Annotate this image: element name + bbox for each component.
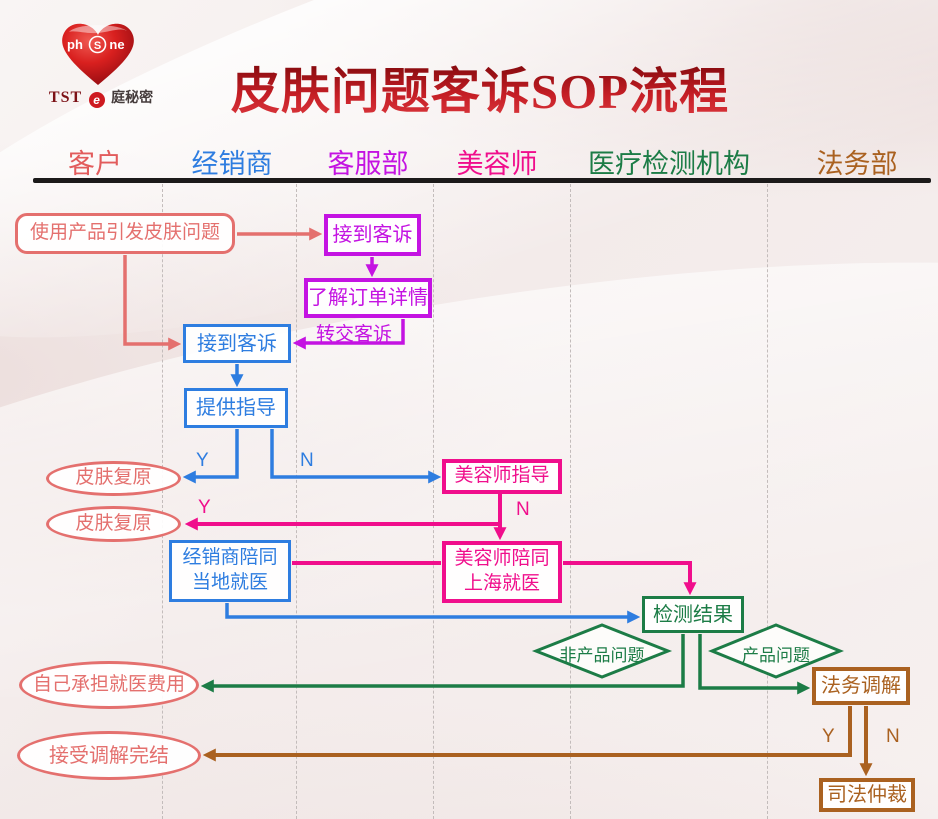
lane-header-beautician: 美容师: [456, 149, 538, 179]
edge-label-legal-yes: Y: [822, 726, 835, 747]
edge-test-result-product-to-legal-mediation: [698, 634, 811, 695]
heart-logo-icon: ph S ne: [62, 23, 134, 85]
edge-dist-accompany-to-test-result: [225, 603, 641, 624]
edge-label-beautician-no: N: [516, 499, 530, 520]
node-complaint-start: 使用产品引发皮肤问题: [15, 213, 235, 254]
logo-text-s: S: [94, 40, 101, 52]
brand-tst: TST: [48, 89, 83, 106]
lane-header-customer: 客户: [68, 149, 122, 179]
edge-test-result-nonproduct-to-self-pay: [200, 634, 685, 693]
diamond-label-non-product-issue: 非产品问题: [559, 646, 645, 665]
terminator-skin-recovered-2: 皮肤复原: [46, 506, 181, 542]
logo-text-ph: ph: [67, 37, 83, 52]
node-order-details: 了解订单详情: [304, 278, 432, 318]
node-beautician-accompany-shanghai: 美容师陪同 上海就医: [442, 541, 562, 603]
diamond-non-product-issue: [531, 623, 673, 679]
brand-logo: ph S ne: [55, 18, 175, 95]
edge-complaint-to-dist-receive: [123, 255, 182, 351]
node-test-result: 检测结果: [642, 596, 744, 633]
brand-wordmark: TST e 庭秘密: [36, 87, 166, 108]
terminator-skin-recovered-1: 皮肤复原: [46, 461, 181, 496]
node-beautician-guide: 美容师指导: [442, 459, 562, 494]
lane-separator: [767, 184, 768, 819]
edge-label-transfer-complaint: 转交客诉: [316, 324, 393, 345]
lane-separator: [162, 184, 163, 819]
node-distributor-accompany-local: 经销商陪同 当地就医: [169, 540, 291, 602]
edge-beautician-accompany-to-test-result: [563, 561, 697, 596]
edge-guidance-yes-recover: [182, 429, 239, 484]
header-divider: [33, 178, 931, 183]
logo-text-ne: ne: [109, 37, 124, 52]
edge-legal-yes-mediation-done: [202, 706, 852, 762]
lane-header-customer-service: 客服部: [327, 149, 409, 179]
diamond-product-issue: [708, 623, 844, 679]
edge-label-guidance-yes: Y: [196, 450, 209, 471]
node-dist-receive-complaint: 接到客诉: [183, 324, 291, 363]
lane-separator: [433, 184, 434, 819]
brand-suffix: 庭秘密: [111, 89, 154, 105]
brand-e-swirl-icon: e: [88, 92, 105, 108]
lane-separator: [570, 184, 571, 819]
diamond-label-product-issue: 产品问题: [742, 646, 810, 665]
node-legal-mediation: 法务调解: [812, 667, 910, 705]
page-title: 皮肤问题客诉SOP流程: [225, 52, 735, 123]
node-cs-receive-complaint: 接到客诉: [324, 214, 421, 256]
terminator-self-pay-medical-cost: 自己承担就医费用: [19, 661, 199, 709]
node-judicial-arbitration: 司法仲裁: [819, 778, 915, 812]
lane-header-distributor: 经销商: [191, 149, 273, 179]
edge-label-beautician-yes: Y: [198, 497, 211, 518]
edge-label-guidance-no: N: [300, 450, 314, 471]
edge-label-legal-no: N: [886, 726, 900, 747]
terminator-mediation-complete: 接受调解完结: [17, 731, 201, 780]
edge-transfer-to-dist-receive: [292, 319, 405, 350]
lane-header-legal: 法务部: [816, 149, 898, 179]
node-provide-guidance: 提供指导: [184, 388, 288, 428]
lane-header-medical-testing: 医疗检测机构: [588, 149, 750, 179]
lane-separator: [296, 184, 297, 819]
edge-guidance-no-beautician-guide: [270, 429, 442, 484]
